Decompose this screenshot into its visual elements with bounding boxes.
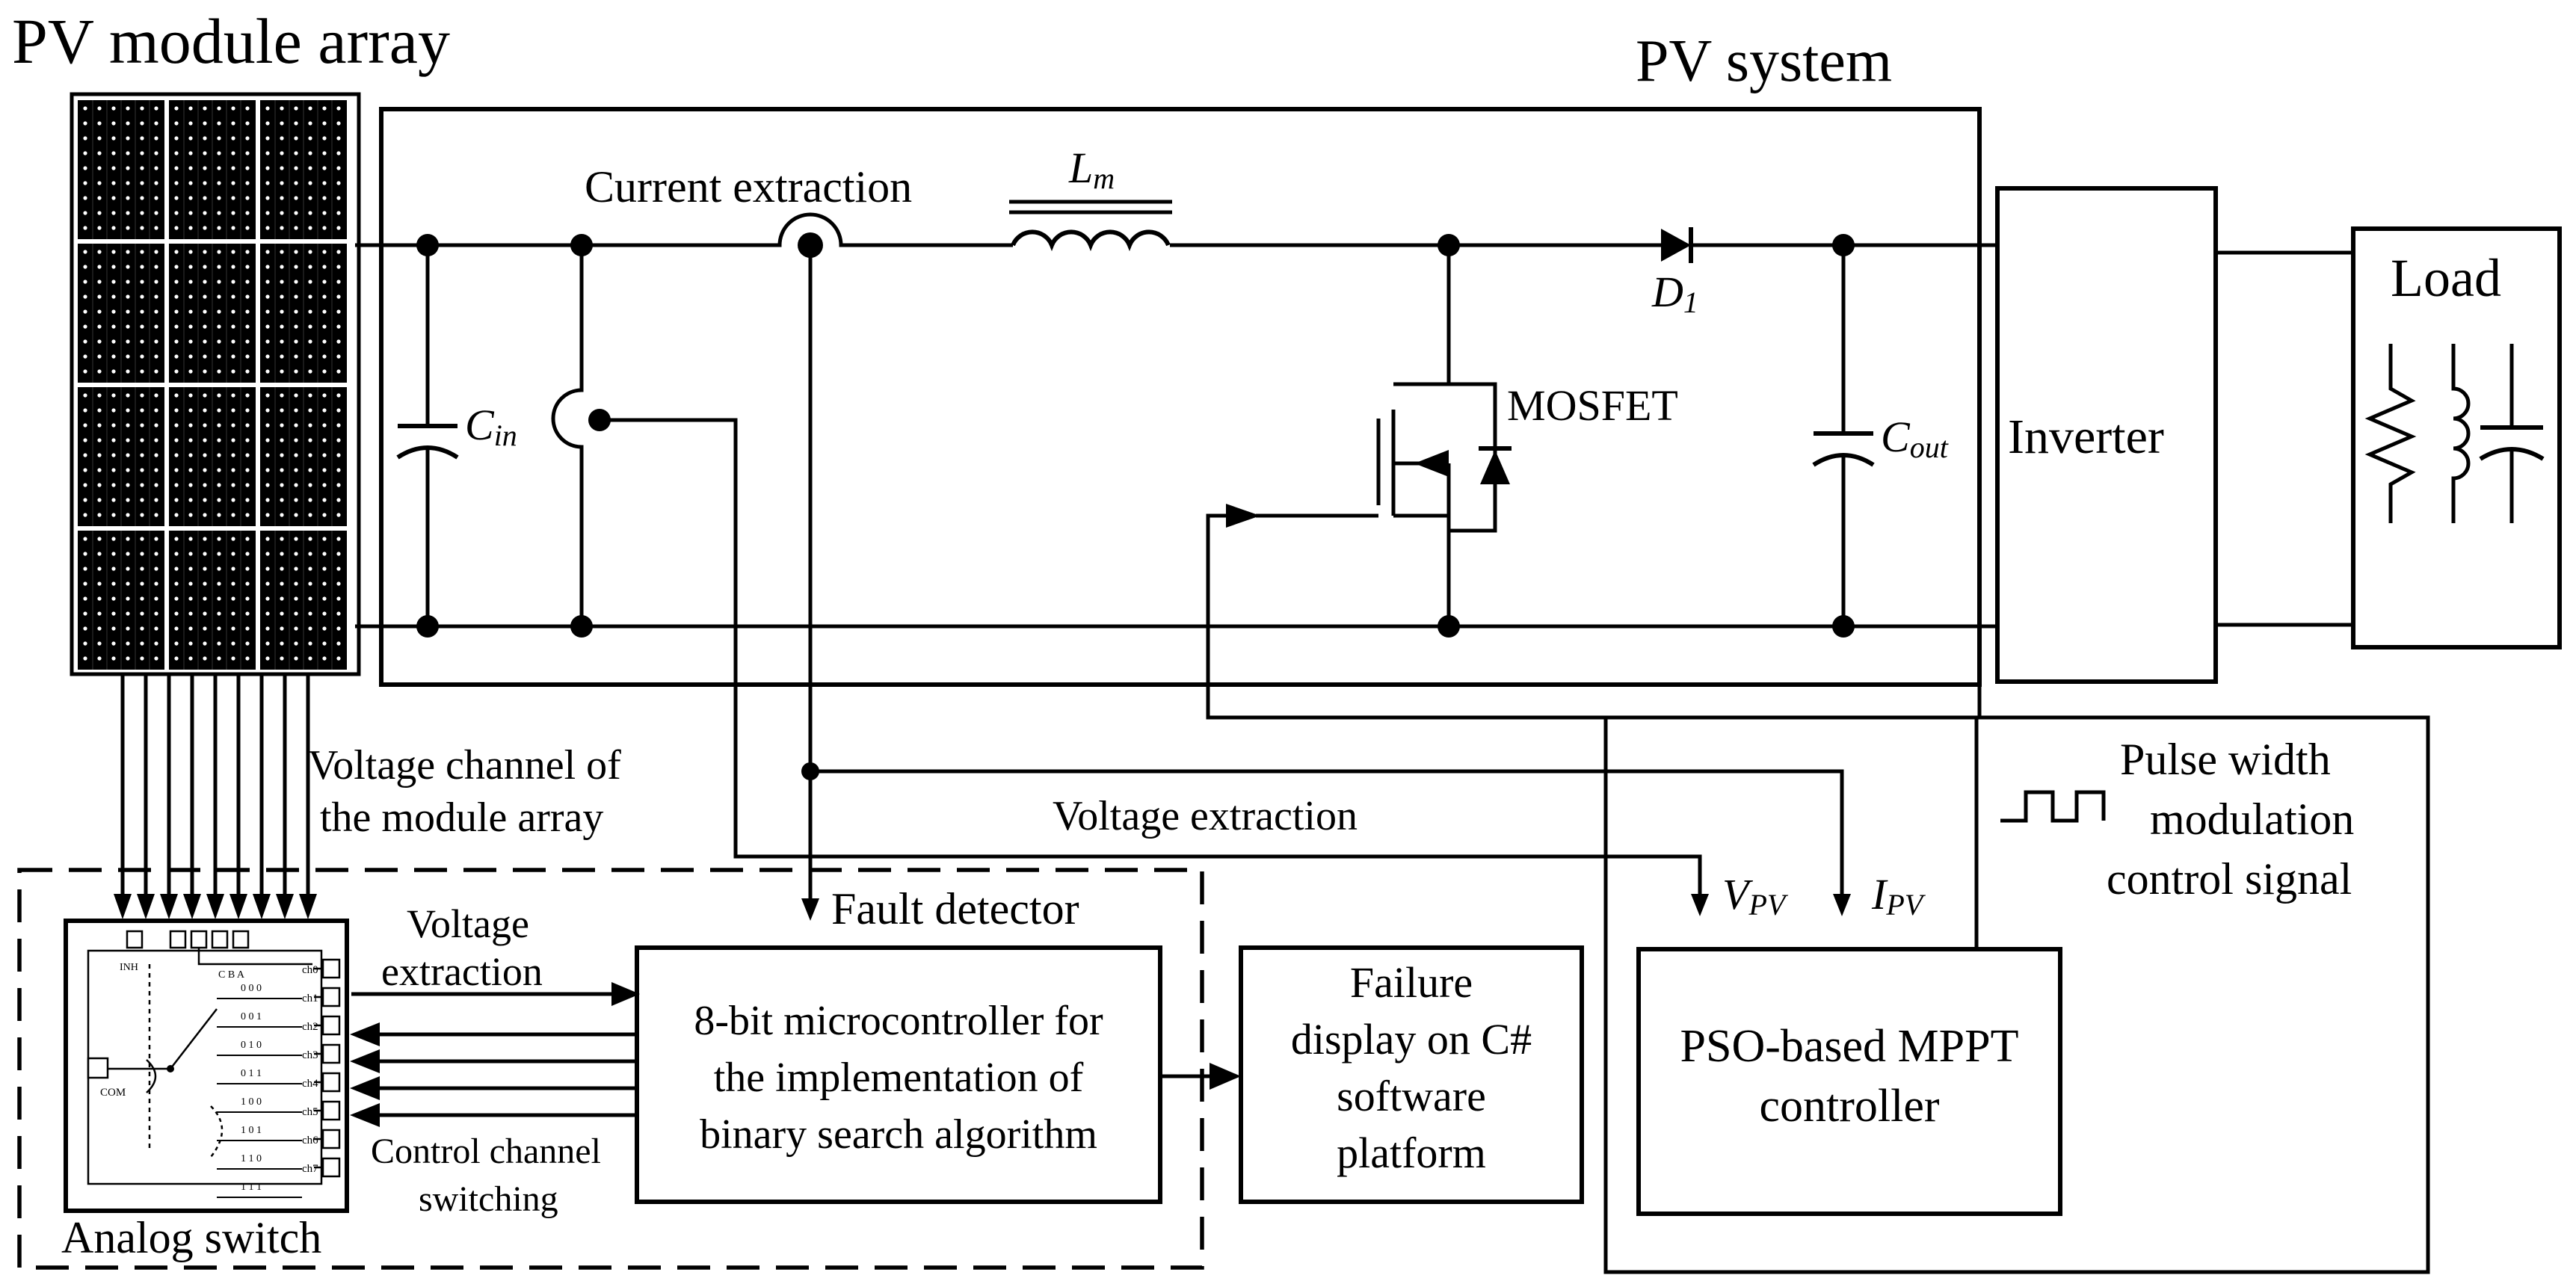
analog-switch-label: Analog switch [61,1213,321,1262]
svg-text:ch3: ch3 [302,1049,318,1061]
voltage-extraction-label: Voltage extraction [1053,793,1358,839]
inverter-box [1995,186,2218,684]
svg-text:0 0 0: 0 0 0 [241,983,262,994]
diode-d1: D1 [1651,227,1698,319]
mppt-controller-box [1636,947,2062,1216]
mcu-label-2: the implementation of [714,1055,1084,1101]
current-extraction-label: Current extraction [585,162,912,212]
mppt-label-2: controller [1759,1081,1939,1132]
svg-text:1 1 1: 1 1 1 [241,1182,262,1193]
failure-label-3: software [1337,1072,1486,1120]
voltage-channel-bus [114,674,317,919]
pv-panel [70,92,361,676]
svg-text:0 1 1: 0 1 1 [241,1068,262,1079]
voltage-channel-label-1: Voltage channel of [308,742,621,788]
voltage-extraction-wire [551,245,1709,916]
analog-switch-block: INH C B A ch0 ch1 ch2 ch3 ch4 ch5 ch6 ch7 0 0 0 0 0… [64,919,349,1213]
control-loop-frame [1603,715,2430,1274]
failure-label-2: display on C# [1291,1015,1532,1064]
pwm-waveform-icon [2000,790,2106,823]
control-channel-label-1: Control channel [371,1132,601,1171]
failure-display-box [1239,945,1584,1204]
voltage-extraction-left-1: Voltage [407,901,529,946]
svg-text:INH: INH [120,962,138,973]
mcu-label-3: binary search algorithm [700,1111,1097,1158]
failure-label-4: platform [1337,1129,1486,1177]
diode-label: D1 [1651,268,1698,319]
switch-mcu-arrows [350,982,640,1127]
inverter-label: Inverter [2008,410,2164,464]
svg-text:ch7: ch7 [302,1163,318,1175]
pwm-label-2: modulation [2150,794,2354,844]
svg-text:ch6: ch6 [302,1135,318,1146]
svg-text:COM: COM [100,1087,126,1099]
mosfet-label: MOSFET [1507,381,1678,430]
svg-text:1 1 0: 1 1 0 [241,1153,262,1164]
pwm-label-1: Pulse width [2120,735,2331,784]
ipv-label: IPV [1871,870,1926,922]
fault-detector-label: Fault detector [831,884,1079,933]
cin-label: Cin [465,401,517,452]
svg-text:C B A: C B A [218,969,245,981]
mcu-label-1: 8-bit microcontroller for [694,998,1103,1044]
junction-dots [416,232,1855,638]
current-extraction-wire [801,245,1851,921]
svg-text:0 0 1: 0 0 1 [241,1011,262,1022]
mosfet-switch: MOSFET [1206,245,1979,720]
inductor-label: Lm [1068,143,1115,195]
fault-detector-region [17,868,1204,1270]
input-capacitor-cin: Cin [396,245,517,626]
pv-system-title: PV system [1636,28,1892,94]
cout-label: Cout [1881,413,1949,464]
mppt-label-1: PSO-based MPPT [1680,1021,2018,1072]
pv-module-array-title: PV module array [12,5,450,77]
voltage-extraction-left-2: extraction [381,949,543,994]
svg-text:0 1 0: 0 1 0 [241,1040,262,1051]
svg-text:ch1: ch1 [302,993,318,1004]
svg-text:ch4: ch4 [302,1078,318,1090]
load-label: Load [2391,248,2501,308]
pv-system-box [379,107,1982,687]
failure-label-1: Failure [1350,958,1473,1007]
control-channel-label-2: switching [419,1179,558,1219]
pwm-label-3: control signal [2107,854,2352,904]
load-block: Load [2351,226,2562,649]
svg-text:ch0: ch0 [302,964,318,976]
voltage-channel-label-2: the module array [320,794,603,841]
svg-text:1 0 1: 1 0 1 [241,1125,262,1136]
output-capacitor-cout: Cout [1812,245,1949,626]
inductor-lm: Lm [1009,143,1172,252]
vpv-label: VPV [1722,870,1789,922]
svg-text:ch2: ch2 [302,1021,318,1033]
svg-text:ch5: ch5 [302,1106,318,1118]
svg-text:1 0 0: 1 0 0 [241,1096,262,1108]
